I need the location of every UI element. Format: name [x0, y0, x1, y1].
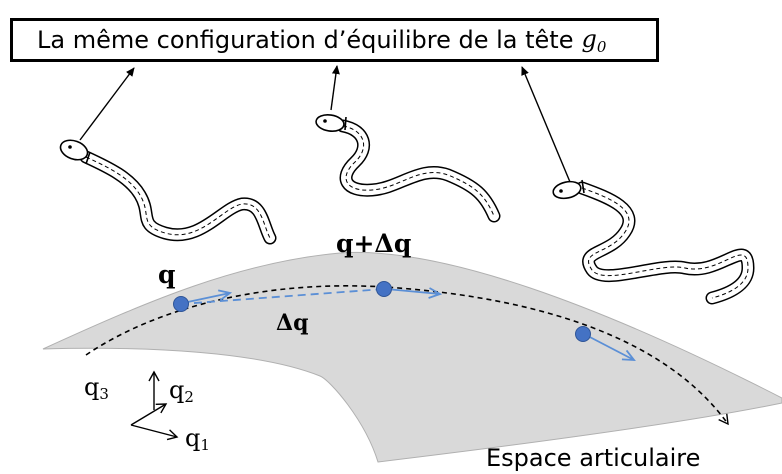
arrow-snake-3-to-title	[522, 67, 570, 182]
axis-label-q1: q1	[185, 424, 210, 454]
label-joint-space: Espace articulaire	[486, 444, 700, 472]
axis-label-q3: q3	[84, 373, 109, 403]
axis-q2	[131, 404, 166, 425]
label-delta-q: Δq	[276, 310, 308, 336]
label-q: q	[158, 260, 175, 289]
axis-q1	[131, 425, 177, 437]
label-q-plus-dq: q+Δq	[336, 229, 411, 258]
arrow-snake-1-to-title	[80, 68, 134, 140]
axes-triad: q3 q2 q1	[84, 372, 210, 454]
snake-illustration-1	[58, 137, 270, 238]
point-q	[174, 297, 189, 312]
point-3	[576, 327, 591, 342]
arrow-snake-2-to-title	[331, 66, 337, 110]
snake-illustration-3	[552, 179, 748, 298]
axis-label-q2: q2	[169, 376, 194, 406]
point-q-plus-dq	[377, 282, 392, 297]
snake-illustration-2	[315, 113, 494, 216]
